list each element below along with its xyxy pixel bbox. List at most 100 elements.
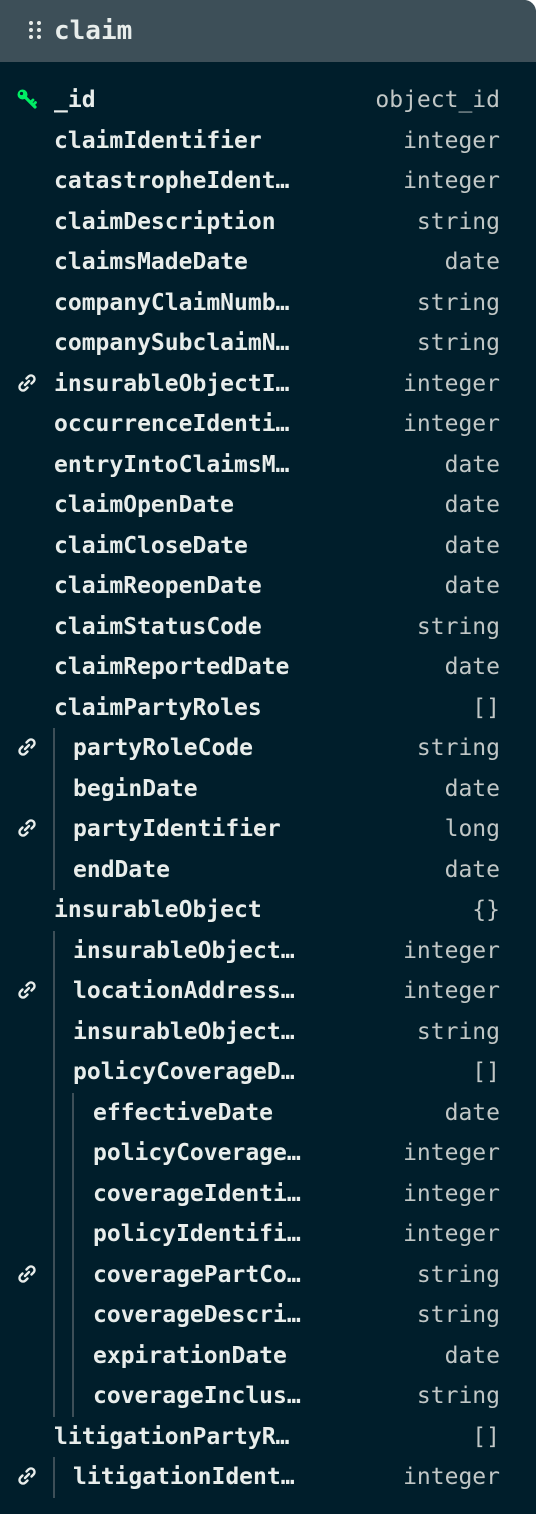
field-row[interactable]: claimPartyRoles [] [0, 688, 536, 729]
nesting-guide [72, 1092, 74, 1133]
nesting-guide [72, 1335, 74, 1376]
nesting-guide [72, 1295, 74, 1336]
nesting-guide [53, 930, 55, 971]
field-type: integer [403, 1180, 500, 1207]
field-row[interactable]: coverageIdenti… integer [0, 1173, 536, 1214]
field-row[interactable]: coveragePartCo…string [0, 1254, 536, 1295]
field-row[interactable]: insurableObject {} [0, 890, 536, 931]
field-name: partyRoleCode [73, 735, 254, 761]
field-type: integer [403, 978, 500, 1004]
nesting-guide [53, 1254, 55, 1295]
field-type: date [444, 492, 500, 518]
link-icon [16, 736, 38, 758]
field-name: claimOpenDate [54, 492, 235, 518]
field-name: claimReopenDate [54, 573, 262, 599]
nesting-guide [53, 971, 55, 1012]
field-row[interactable]: policyIdentifi… integer [0, 1214, 536, 1255]
field-type: string [416, 735, 500, 761]
link-icon [16, 979, 38, 1001]
field-name: companySubclaimN… [54, 330, 290, 356]
link-icon [16, 1465, 38, 1487]
field-name: partyIdentifier [73, 816, 281, 842]
field-type: date [444, 451, 500, 478]
field-name: locationAddress… [73, 978, 295, 1004]
field-type: integer [403, 370, 500, 397]
field-name: companyClaimNumb… [54, 289, 290, 316]
field-row[interactable]: insurableObjectI…integer [0, 364, 536, 405]
field-name: claimPartyRoles [54, 694, 262, 721]
field-row[interactable]: coverageDescri…string [0, 1295, 536, 1336]
nesting-guide [53, 1214, 55, 1255]
collection-header[interactable]: claim [0, 0, 536, 62]
drag-handle-icon[interactable] [29, 21, 43, 41]
key-icon [16, 88, 38, 110]
nesting-guide [53, 849, 55, 890]
field-name: expirationDate [93, 1342, 287, 1369]
field-name: policyIdentifi… [93, 1221, 301, 1247]
field-row[interactable]: policyCoverage…integer [0, 1133, 536, 1174]
field-name: insurableObject [54, 897, 262, 923]
field-type: integer [403, 1221, 500, 1247]
field-row[interactable]: expirationDate date [0, 1335, 536, 1376]
field-name: catastropheIdent… [54, 168, 290, 194]
nesting-guide [53, 1457, 55, 1498]
field-name: _id [54, 87, 96, 113]
field-row[interactable]: litigationIdent…integer [0, 1457, 536, 1498]
field-name: entryIntoClaimsM… [54, 451, 290, 478]
field-type: date [444, 1342, 500, 1369]
field-row[interactable]: litigationPartyR… [] [0, 1417, 536, 1458]
nesting-guide [53, 1295, 55, 1336]
field-row[interactable]: partyRoleCode string [0, 728, 536, 769]
link-icon [16, 372, 38, 394]
field-row[interactable]: catastropheIdent… integer [0, 161, 536, 202]
field-row[interactable]: _id object_id [0, 80, 536, 121]
field-row[interactable]: policyCoverageD…[] [0, 1052, 536, 1093]
field-type: [] [472, 1423, 500, 1450]
field-row[interactable]: locationAddress… integer [0, 971, 536, 1012]
nesting-guide [72, 1254, 74, 1295]
field-name: policyCoverageD… [73, 1059, 295, 1085]
field-name: coverageIdenti… [93, 1180, 301, 1207]
field-name: claimIdentifier [54, 127, 262, 154]
field-row[interactable]: insurableObject…string [0, 1011, 536, 1052]
field-row[interactable]: entryIntoClaimsM… date [0, 445, 536, 486]
field-type: object_id [375, 87, 500, 113]
nesting-guide [53, 728, 55, 769]
field-type: date [444, 1099, 500, 1126]
collection-title: claim [54, 16, 133, 46]
field-row[interactable]: companyClaimNumb…string [0, 283, 536, 324]
field-type: string [416, 330, 500, 356]
field-row[interactable]: claimOpenDate date [0, 485, 536, 526]
nesting-guide [72, 1133, 74, 1174]
field-name: beginDate [73, 775, 198, 802]
field-name: coverageDescri… [93, 1302, 301, 1328]
field-type: date [444, 856, 500, 883]
field-row[interactable]: coverageInclus…string [0, 1376, 536, 1417]
field-row[interactable]: occurrenceIdenti…integer [0, 404, 536, 445]
field-type: date [444, 775, 500, 802]
field-row[interactable]: companySubclaimN… string [0, 323, 536, 364]
field-row[interactable]: beginDate date [0, 768, 536, 809]
field-name: claimStatusCode [54, 613, 262, 640]
field-type: [] [472, 694, 500, 721]
field-type: integer [403, 411, 500, 437]
field-name: claimReportedDate [54, 654, 290, 680]
field-row[interactable]: insurableObject…integer [0, 930, 536, 971]
field-type: integer [403, 168, 500, 194]
field-type: string [416, 208, 500, 235]
field-type: {} [472, 897, 500, 923]
field-name: litigationPartyR… [54, 1423, 290, 1450]
field-type: date [444, 249, 500, 275]
